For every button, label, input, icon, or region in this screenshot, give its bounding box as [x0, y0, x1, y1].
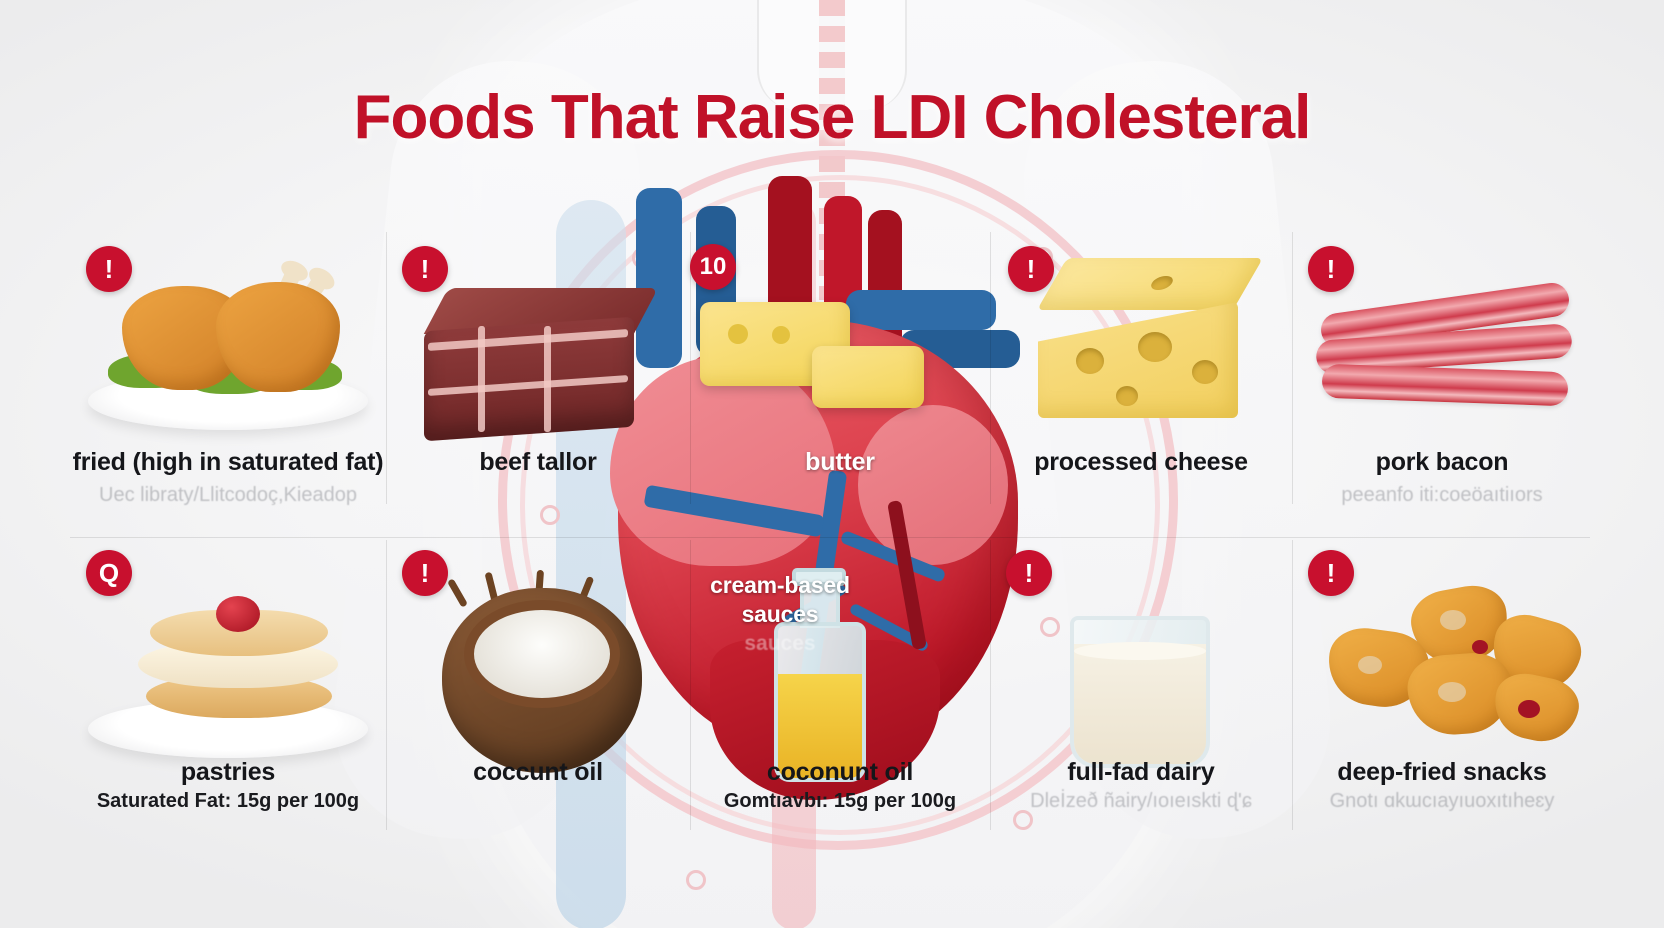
- alert-badge-icon: Q: [86, 550, 132, 596]
- fried-chicken-icon: [70, 262, 386, 432]
- beef-block-icon: [416, 282, 659, 442]
- item-label: pork bacon: [1375, 448, 1509, 476]
- divider-horizontal: [70, 537, 1590, 538]
- card-pork-bacon[interactable]: ! pork bacon peeanfo iti:coeöaıtiıors: [1292, 232, 1592, 532]
- cream-label-line1: cream-based: [710, 572, 850, 598]
- vessel-node: [1013, 810, 1033, 830]
- cheese-hole: [1138, 332, 1172, 362]
- divider-vertical: [990, 232, 991, 504]
- count-badge: 10: [690, 244, 736, 290]
- jam-filling: [1518, 700, 1540, 718]
- butter-stick-small: [812, 346, 924, 408]
- drumstick-shape: [216, 282, 340, 392]
- snack-hole: [1438, 682, 1466, 702]
- item-sublabel: Uec libraty/Llitcodoç,Kieadop: [99, 484, 357, 506]
- butter-sticks-icon: [700, 302, 924, 422]
- card-processed-cheese[interactable]: ! processed cheese: [990, 232, 1292, 532]
- divider-vertical: [1292, 540, 1293, 830]
- cream-label-line2: sauces: [741, 601, 819, 627]
- cream-label-ghost: sauces: [744, 632, 816, 655]
- item-sublabel: Saturated Fat: 15g per 100g: [96, 790, 360, 812]
- fat-marbling: [478, 325, 485, 433]
- alert-badge-icon: !: [402, 550, 448, 596]
- card-pastries[interactable]: Q pastries Saturated Fat: 15g per 100g: [70, 540, 386, 840]
- fried-snacks-icon: [1312, 580, 1588, 774]
- milk-fill: [1074, 644, 1206, 764]
- item-label: pastries: [180, 758, 276, 786]
- pastry-icon: [70, 576, 386, 758]
- vessel-node: [686, 870, 706, 890]
- card-fried[interactable]: ! fried (high in saturated fat) Uec libr…: [70, 232, 386, 532]
- vessel-node: [540, 505, 560, 525]
- cheese-hole: [1192, 360, 1218, 384]
- item-sublabel: Gnotı ɑkɯcıayıuoxıtıheɛy: [1329, 790, 1555, 812]
- item-label: butter: [805, 448, 875, 476]
- cheese-wedge-icon: [1032, 256, 1272, 436]
- cheese-hole: [1076, 348, 1104, 374]
- vessel-node: [1040, 617, 1060, 637]
- alert-badge-icon: !: [1308, 550, 1354, 596]
- card-coconut-oil-center[interactable]: coconunt oil Gomtıavbı: 15g per 100g: [690, 540, 990, 840]
- cream-sauces-overlay-label: cream-based sauces sauces: [690, 572, 870, 655]
- item-label: coccunt oil: [473, 758, 603, 786]
- oil-fill: [778, 674, 862, 778]
- vessel-arc-inner: [520, 175, 1160, 835]
- alert-badge-icon: !: [1006, 550, 1052, 596]
- vessel-arc-outer: [498, 150, 1178, 850]
- divider-vertical: [690, 540, 691, 830]
- oil-bottle-icon: [770, 568, 910, 782]
- bacon-strips-icon: [1312, 280, 1582, 422]
- alert-badge-icon: !: [402, 246, 448, 292]
- card-beef-tallow[interactable]: ! beef tallor: [386, 232, 690, 532]
- item-sublabel: peeanfo iti:coeöaıtiıors: [1341, 484, 1543, 506]
- snack-hole: [1440, 610, 1466, 630]
- alert-badge-icon: !: [1008, 246, 1054, 292]
- card-full-fat-dairy[interactable]: ! full-fad dairy Dleİzeð ñairy/ıoıeıskti…: [990, 540, 1292, 840]
- coconut-shell: [442, 588, 642, 773]
- coconut-icon: [436, 569, 646, 774]
- butter-hole: [772, 326, 790, 344]
- jam-filling: [1472, 640, 1488, 654]
- item-label: fried (high in saturated fat): [72, 448, 384, 476]
- item-label: deep-fried snacks: [1337, 758, 1547, 786]
- alert-badge-icon: !: [1308, 246, 1354, 292]
- divider-vertical: [1292, 232, 1293, 504]
- divider-vertical: [990, 540, 991, 830]
- milk-glass-icon: [1064, 616, 1224, 776]
- alert-badge-icon: !: [86, 246, 132, 292]
- fat-marbling: [544, 325, 551, 433]
- glass-shape: [1070, 616, 1210, 768]
- vein-branch-upper-right: [846, 290, 996, 330]
- superior-vena-cava: [636, 188, 682, 368]
- card-coconut-oil-left[interactable]: ! coccunt oil: [386, 540, 690, 840]
- item-label: processed cheese: [1034, 448, 1248, 476]
- snack-hole: [1358, 656, 1382, 674]
- divider-vertical: [386, 232, 387, 504]
- coconut-husk: [446, 578, 469, 608]
- bottle-body: [774, 622, 866, 782]
- item-label: coconunt oil: [766, 758, 914, 786]
- card-butter[interactable]: 10 butter: [690, 232, 990, 532]
- coconut-flesh: [464, 600, 620, 708]
- page-title: Foods That Raise LDI Cholesteral: [353, 83, 1312, 152]
- bottle-neck: [800, 584, 840, 628]
- milk-surface: [1074, 642, 1206, 660]
- butter-hole: [728, 324, 748, 344]
- item-label: full-fad dairy: [1067, 758, 1215, 786]
- card-deep-fried-snacks[interactable]: ! deep-fried snacks Gnotı ɑkɯcıayıuoxıtı…: [1292, 540, 1592, 840]
- divider-vertical: [690, 232, 691, 504]
- item-label: beef tallor: [479, 448, 597, 476]
- item-sublabel: Gomtıavbı: 15g per 100g: [723, 790, 957, 812]
- bacon-strip: [1321, 363, 1569, 407]
- cherry-topping-icon: [216, 596, 260, 632]
- cheese-hole: [1116, 386, 1138, 406]
- item-sublabel: Dleİzeð ñairy/ıoıeıskti ɖ'ɕ: [1030, 790, 1252, 812]
- divider-vertical: [386, 540, 387, 830]
- heart-right-atrium: [858, 405, 1008, 565]
